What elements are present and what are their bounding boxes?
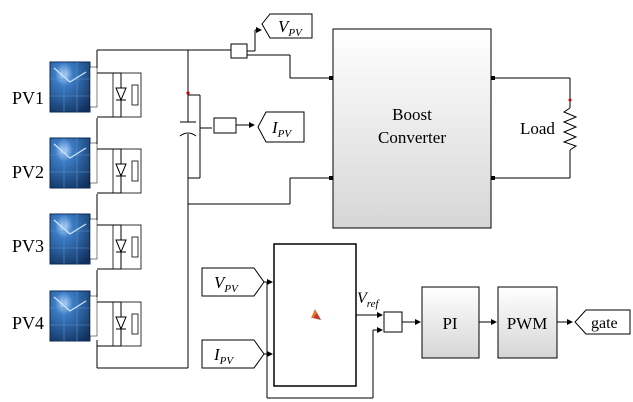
ipv-from-tag[interactable]: IPV bbox=[201, 339, 265, 369]
vpv-from-main: V bbox=[214, 273, 227, 292]
boost-port-in-plus bbox=[329, 76, 333, 80]
vref-sub: ref bbox=[367, 298, 381, 310]
pwm-label: PWM bbox=[507, 314, 548, 333]
capacitor-plus-dot bbox=[186, 91, 190, 95]
pv1-panel-icon[interactable] bbox=[49, 61, 98, 113]
svg-text:IPV: IPV bbox=[213, 345, 234, 367]
load-plus-dot bbox=[568, 98, 572, 102]
load-wiring bbox=[495, 77, 571, 179]
svg-text:VPV: VPV bbox=[278, 17, 303, 39]
boost-label-line1: Boost bbox=[392, 105, 432, 124]
sum-block[interactable] bbox=[383, 311, 403, 333]
boost-port-in-minus bbox=[329, 176, 333, 180]
vpv-from-tag[interactable]: VPV bbox=[201, 267, 265, 297]
voltage-sensor-block[interactable] bbox=[230, 43, 248, 59]
pv1-label: PV1 bbox=[12, 88, 44, 108]
boost-label-line2: Converter bbox=[378, 128, 446, 147]
ipv-from-sub: PV bbox=[219, 355, 235, 367]
pi-controller-block[interactable] bbox=[421, 286, 480, 359]
load-label: Load bbox=[520, 119, 555, 138]
pv1-bypass-diode[interactable] bbox=[112, 72, 142, 118]
matlab-function-icon bbox=[311, 309, 321, 320]
control-wiring bbox=[264, 279, 573, 399]
svg-text:VPV: VPV bbox=[214, 273, 239, 295]
ipv-goto-tag[interactable]: IPV bbox=[257, 111, 305, 143]
pv2-bypass-diode[interactable] bbox=[112, 148, 142, 194]
ipv-goto-sub: PV bbox=[277, 128, 293, 140]
pv2-label: PV2 bbox=[12, 162, 44, 182]
pi-label: PI bbox=[442, 314, 457, 333]
pv-string-wiring bbox=[96, 49, 333, 369]
vpv-goto-tag[interactable]: VPV bbox=[261, 13, 313, 39]
vpv-goto-main: V bbox=[278, 17, 291, 36]
vref-main: V bbox=[357, 290, 369, 307]
svg-text:IPV: IPV bbox=[271, 118, 292, 140]
gate-goto-tag[interactable]: gate bbox=[574, 309, 631, 335]
pv3-panel-icon[interactable] bbox=[49, 213, 98, 265]
pv2-panel-icon[interactable] bbox=[49, 137, 98, 189]
gate-label: gate bbox=[591, 315, 618, 332]
pv3-label: PV3 bbox=[12, 236, 44, 256]
vref-label: Vref bbox=[357, 290, 381, 310]
current-sensor-block[interactable] bbox=[213, 117, 237, 134]
ipv-goto-main: I bbox=[271, 118, 279, 137]
ipv-from-main: I bbox=[213, 345, 221, 364]
pv4-label: PV4 bbox=[12, 313, 44, 333]
vpv-goto-sub: PV bbox=[287, 27, 303, 39]
boost-port-out-plus bbox=[491, 76, 495, 80]
vpv-from-sub: PV bbox=[223, 283, 239, 295]
pv4-bypass-diode[interactable] bbox=[112, 301, 142, 347]
boost-converter-block[interactable] bbox=[332, 28, 492, 229]
load-resistor-icon[interactable] bbox=[562, 107, 578, 151]
pv4-panel-icon[interactable] bbox=[49, 290, 98, 342]
pv3-bypass-diode[interactable] bbox=[112, 224, 142, 270]
boost-port-out-minus bbox=[491, 176, 495, 180]
pwm-block[interactable] bbox=[497, 286, 558, 359]
